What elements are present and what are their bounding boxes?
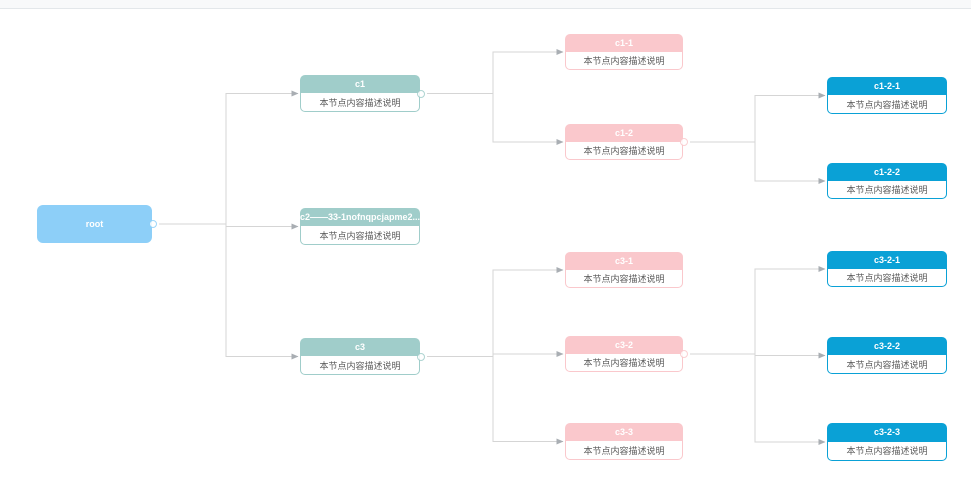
edge-c3-2-c3-2-1 xyxy=(690,266,826,355)
out-port-handle[interactable] xyxy=(417,89,425,98)
tree-node-c1-1[interactable]: c1-1 本节点内容描述说明 xyxy=(565,34,683,70)
out-port-handle[interactable] xyxy=(149,220,157,228)
node-description: 本节点内容描述说明 xyxy=(827,268,947,287)
node-title: c3-2 xyxy=(565,336,683,354)
node-description: 本节点内容描述说明 xyxy=(827,355,947,374)
node-description: 本节点内容描述说明 xyxy=(300,226,420,245)
node-description: 本节点内容描述说明 xyxy=(565,353,683,372)
node-title: c3-2-3 xyxy=(827,423,947,442)
node-description: 本节点内容描述说明 xyxy=(565,141,683,160)
tree-node-c3[interactable]: c3 本节点内容描述说明 xyxy=(300,338,425,375)
node-description: 本节点内容描述说明 xyxy=(565,51,683,70)
node-title: c2——33-1nofnqpcjapme2... xyxy=(300,208,420,226)
out-port-handle[interactable] xyxy=(417,352,425,361)
tree-node-c1-2-2[interactable]: c1-2-2 本节点内容描述说明 xyxy=(827,163,947,199)
node-title: c3-2-2 xyxy=(827,337,947,355)
tree-node-c2[interactable]: c2——33-1nofnqpcjapme2... 本节点内容描述说明 xyxy=(300,208,420,245)
node-title: c1-2-2 xyxy=(827,163,947,181)
edge-c3-c3-3 xyxy=(427,356,564,445)
node-description: 本节点内容描述说明 xyxy=(565,269,683,288)
node-description: 本节点内容描述说明 xyxy=(827,95,947,114)
node-description: 本节点内容描述说明 xyxy=(827,180,947,199)
tree-node-c3-2-1[interactable]: c3-2-1 本节点内容描述说明 xyxy=(827,251,947,287)
node-description: 本节点内容描述说明 xyxy=(565,441,683,460)
tree-node-c3-2-3[interactable]: c3-2-3 本节点内容描述说明 xyxy=(827,423,947,461)
node-description: 本节点内容描述说明 xyxy=(827,441,947,461)
edge-c1-c1-2 xyxy=(427,93,564,145)
tree-node-c3-2[interactable]: c3-2 本节点内容描述说明 xyxy=(565,336,688,372)
node-description: 本节点内容描述说明 xyxy=(300,93,420,112)
edge-root-c1 xyxy=(159,90,299,225)
node-title: c1 xyxy=(300,75,420,93)
node-title: root xyxy=(37,205,152,243)
node-title: c3-1 xyxy=(565,252,683,270)
tree-node-c3-2-2[interactable]: c3-2-2 本节点内容描述说明 xyxy=(827,337,947,374)
edge-c1-c1-1 xyxy=(427,49,564,94)
node-title: c1-2-1 xyxy=(827,77,947,95)
node-title: c1-1 xyxy=(565,34,683,52)
edge-c3-c3-1 xyxy=(427,267,564,357)
out-port-handle[interactable] xyxy=(680,138,688,146)
tree-node-root[interactable]: root xyxy=(37,205,157,243)
tree-node-c1-2[interactable]: c1-2 本节点内容描述说明 xyxy=(565,124,688,160)
out-port-handle[interactable] xyxy=(680,350,688,358)
tree-node-c3-3[interactable]: c3-3 本节点内容描述说明 xyxy=(565,423,683,460)
edge-c3-2-c3-2-3 xyxy=(690,353,826,445)
edge-root-c3 xyxy=(159,223,299,360)
node-title: c3-2-1 xyxy=(827,251,947,269)
node-title: c3-3 xyxy=(565,423,683,441)
tree-node-c1[interactable]: c1 本节点内容描述说明 xyxy=(300,75,425,112)
tree-node-c1-2-1[interactable]: c1-2-1 本节点内容描述说明 xyxy=(827,77,947,114)
tree-node-c3-1[interactable]: c3-1 本节点内容描述说明 xyxy=(565,252,683,288)
edge-c1-2-c1-2-2 xyxy=(690,141,826,184)
edge-c1-2-c1-2-1 xyxy=(690,92,826,143)
node-title: c1-2 xyxy=(565,124,683,142)
node-title: c3 xyxy=(300,338,420,356)
toolbar-bottom-edge xyxy=(0,0,971,9)
node-description: 本节点内容描述说明 xyxy=(300,356,420,375)
